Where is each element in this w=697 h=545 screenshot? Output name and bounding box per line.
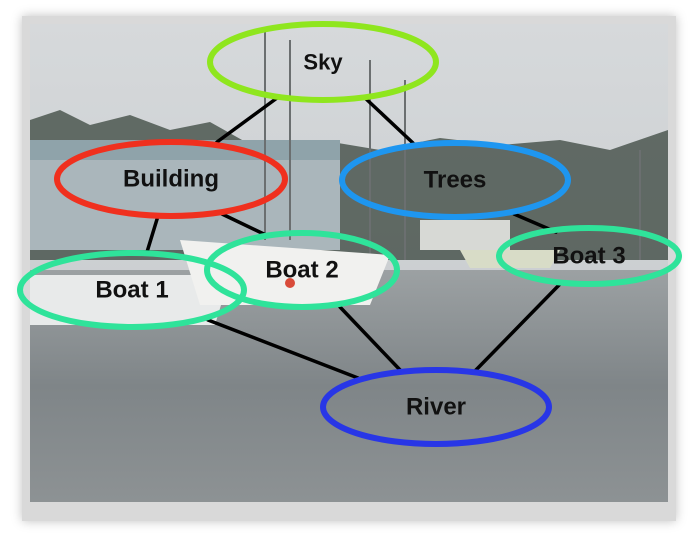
node-trees-ellipse [339,140,571,220]
graph-edges [145,95,563,380]
node-river-ellipse [320,367,552,447]
node-building: Building [54,139,288,219]
photo-boat-2 [180,240,390,305]
edge-boat1-river [206,318,360,380]
photo-boat-1 [30,275,230,325]
edge-building-boat1 [145,214,160,254]
node-boat3: Boat 3 [496,225,682,287]
node-sky: Sky [207,21,439,103]
node-boat3-label: Boat 3 [552,243,625,270]
photo-shed [420,220,510,250]
node-boat1-label: Boat 1 [95,277,168,304]
node-sky-label: Sky [303,50,343,75]
node-building-ellipse [54,139,288,219]
node-boat1: Boat 1 [17,250,247,330]
photo-masts [264,30,641,260]
edge-sky-building [215,96,279,144]
node-trees-label: Trees [424,167,487,194]
edge-sky-trees [362,95,415,145]
edge-boat3-river [472,281,563,374]
edge-building-boat2 [220,212,270,238]
node-trees: Trees [339,140,571,220]
node-boat2-label: Boat 2 [265,257,338,284]
photo-boat-3 [460,250,560,268]
node-boat3-ellipse [496,225,682,287]
node-boat2-ellipse [204,230,400,310]
photo-buoy [285,278,295,288]
node-river: River [320,367,552,447]
node-river-label: River [406,394,466,421]
node-boat1-ellipse [17,250,247,330]
node-building-label: Building [123,166,219,193]
node-boat2: Boat 2 [204,230,400,310]
edge-boat2-river [338,305,404,374]
node-sky-ellipse [207,21,439,103]
